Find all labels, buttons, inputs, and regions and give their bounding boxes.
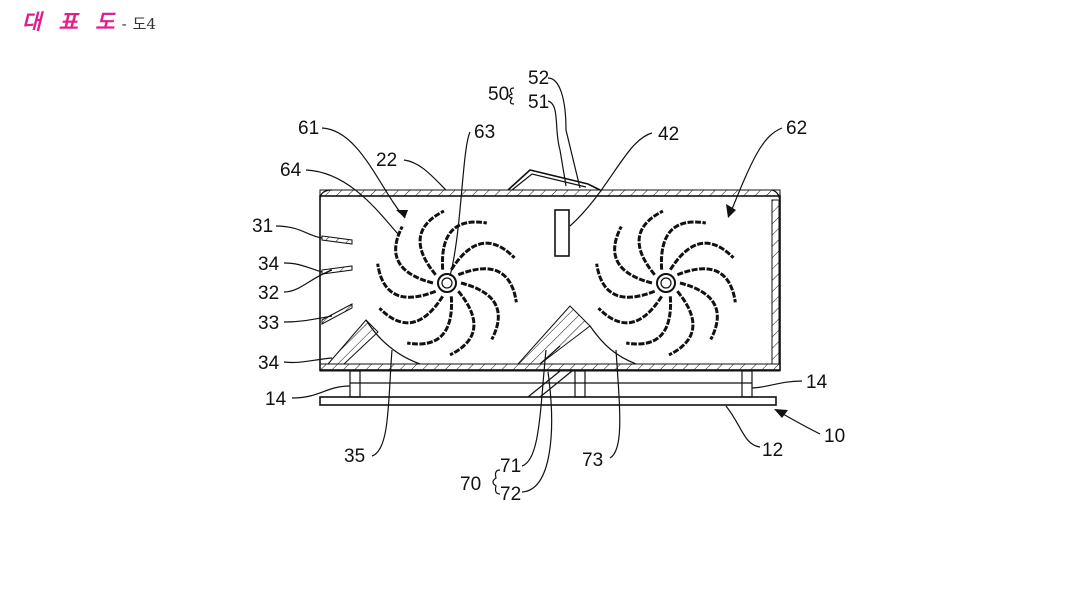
- label-73: 73: [582, 450, 603, 471]
- fan-blade: [461, 283, 498, 339]
- fan-blade: [450, 291, 474, 355]
- fan-blade: [420, 211, 444, 275]
- fan-blade: [599, 296, 662, 323]
- vents-31-33: [322, 236, 352, 324]
- fan-blade: [661, 222, 705, 270]
- label-22: 22: [376, 150, 397, 171]
- fan-blade: [442, 222, 486, 270]
- label-51: 51: [528, 92, 549, 113]
- label-64: 64: [280, 160, 302, 181]
- label-71: 71: [500, 456, 521, 477]
- label-33: 33: [258, 313, 279, 334]
- label-62: 62: [786, 118, 807, 139]
- label-31: 31: [252, 216, 273, 237]
- label-32: 32: [258, 283, 279, 304]
- label-72: 72: [500, 484, 521, 505]
- fan-61: [378, 211, 517, 355]
- labels: 52 50 51 61 63 42 62 22 64 31 34 32 33 3…: [252, 68, 845, 505]
- label-63: 63: [474, 122, 495, 143]
- top-cover-50: [508, 170, 600, 190]
- fan-blade: [458, 269, 516, 303]
- fan-blade: [378, 264, 436, 298]
- fan-blade: [407, 296, 451, 344]
- label-14a: 14: [265, 389, 287, 410]
- fan-blade: [669, 291, 693, 355]
- fan-hub: [438, 274, 456, 292]
- label-61: 61: [298, 118, 319, 139]
- component-42: [555, 210, 569, 256]
- fan-blade: [380, 296, 443, 323]
- fan-blade: [451, 243, 514, 270]
- fan-blade: [639, 211, 663, 275]
- label-50: 50: [488, 84, 509, 105]
- leader-lines: [276, 78, 820, 494]
- fan-hub: [657, 274, 675, 292]
- label-35: 35: [344, 446, 365, 467]
- fan-blade: [597, 264, 655, 298]
- label-34a: 34: [258, 254, 280, 275]
- label-10: 10: [824, 426, 845, 447]
- label-52: 52: [528, 68, 549, 89]
- label-14b: 14: [806, 372, 828, 393]
- label-42: 42: [658, 124, 679, 145]
- fan-blade: [615, 227, 652, 283]
- fan-blade: [626, 296, 670, 344]
- label-70: 70: [460, 474, 481, 495]
- guide-ribs: [328, 306, 636, 364]
- fan-blade: [677, 269, 735, 303]
- fan-blade: [670, 243, 733, 270]
- fan-blade: [396, 227, 433, 283]
- fan-62: [597, 211, 736, 355]
- label-12: 12: [762, 440, 783, 461]
- fan-blade: [680, 283, 717, 339]
- label-34b: 34: [258, 353, 280, 374]
